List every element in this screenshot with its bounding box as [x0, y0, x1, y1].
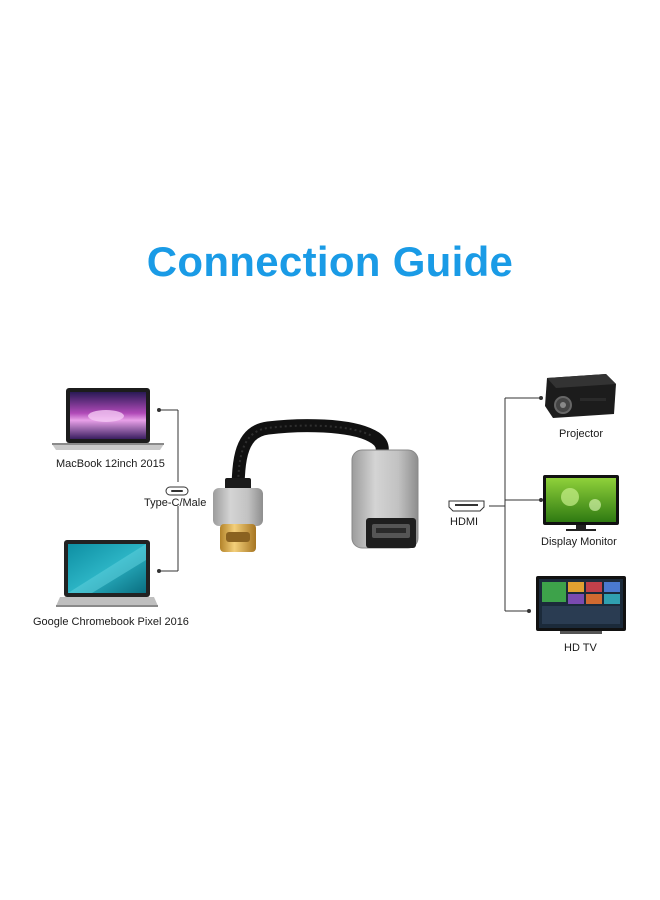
source-bracket-lines: [159, 409, 179, 572]
hdmi-port-icon: [448, 500, 485, 512]
source-label-chromebook: Google Chromebook Pixel 2016: [33, 616, 189, 628]
usb-c-plug: [213, 478, 263, 552]
destination-bracket-lines: [489, 397, 541, 612]
source-label-macbook: MacBook 12inch 2015: [56, 458, 165, 470]
chromebook-icon: [56, 540, 158, 607]
bracket-dot: [157, 569, 161, 573]
destination-label-tv: HD TV: [564, 642, 597, 654]
port-out-label: HDMI: [450, 516, 479, 528]
destination-label-monitor: Display Monitor: [541, 536, 617, 548]
hdmi-adapter: [351, 449, 419, 549]
monitor-icon: [543, 475, 619, 531]
bracket-dot: [157, 408, 161, 412]
tv-icon: [536, 576, 626, 634]
projector-icon: [545, 374, 616, 418]
destination-label-projector: Projector: [559, 428, 604, 440]
laptop-icon: [52, 388, 164, 450]
port-in-label: Type-C/Male: [144, 497, 207, 509]
page-title: Connection Guide: [146, 238, 514, 285]
